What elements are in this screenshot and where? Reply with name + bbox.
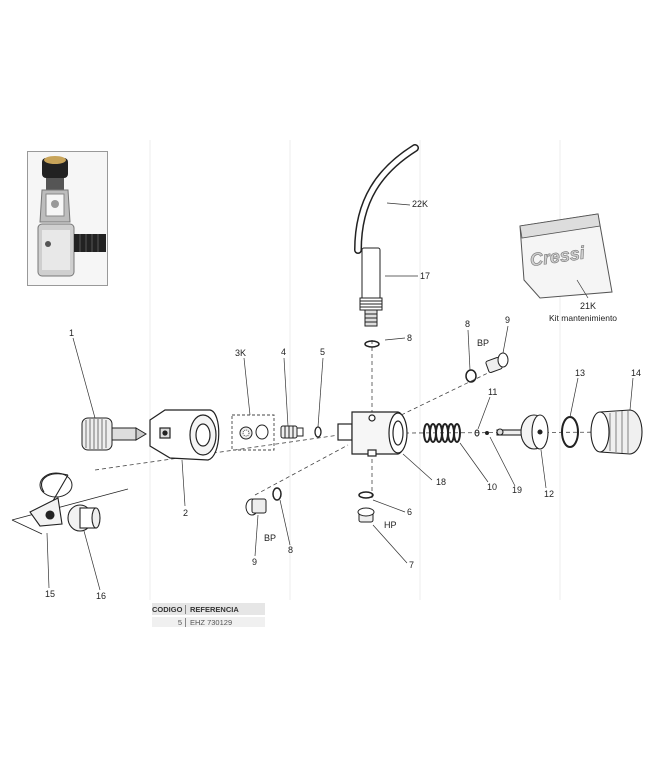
oring-8-bp-top [465,369,477,383]
regulator-photo-icon [28,152,107,285]
cell-codigo: 5 [152,617,186,627]
reference-table-header: CODIGO REFERENCIA [152,603,265,615]
label-part-19: 19 [512,485,522,495]
label-part-18: 18 [436,477,446,487]
label-part-11: 11 [488,387,497,397]
maintenance-kit-bag: Cressi [519,213,613,299]
leader-lines [46,202,634,591]
label-part-10: 10 [487,482,497,492]
oring-6 [358,491,374,499]
label-part-9-top: 9 [505,315,510,325]
label-part-4: 4 [281,347,286,357]
dust-plug-16 [67,504,101,532]
label-part-13: 13 [575,368,585,378]
reference-table-row: 5 EHZ 730129 [152,617,265,627]
label-hp: HP [384,520,397,530]
hose-fitting-17 [359,247,383,327]
piston-12 [496,414,549,450]
label-part-8-bp-top: 8 [465,319,470,329]
label-part-8-top: 8 [407,333,412,343]
label-part-9-bottom: 9 [252,557,257,567]
dust-cap-15 [11,472,129,535]
label-kit-mantenimiento: Kit mantenimiento [549,313,617,323]
label-part-7: 7 [409,560,414,570]
label-part-6: 6 [407,507,412,517]
product-thumbnail [27,151,108,286]
kit-3k [231,414,275,451]
label-part-15: 15 [45,589,55,599]
label-part-5: 5 [320,347,325,357]
label-part-12: 12 [544,489,554,499]
label-bp-bottom: BP [264,533,276,543]
label-part-14: 14 [631,368,641,378]
oring-8-top [364,340,380,348]
header-codigo: CODIGO [152,604,186,614]
cap-14 [590,409,643,455]
hp-plug-7 [357,507,375,523]
label-part-2: 2 [183,508,188,518]
oring-11 [474,429,480,437]
yoke-knob-1 [81,417,147,451]
cell-referencia: EHZ 730129 [190,617,233,627]
hose-22k [354,144,419,254]
oring-5 [314,426,322,438]
background-guides [149,140,561,600]
label-part-21k: 21K [580,301,596,311]
ball-19 [485,431,489,435]
label-part-17: 17 [420,271,430,281]
label-part-22k: 22K [412,199,428,209]
label-part-3k: 3K [235,348,246,358]
yoke-2 [149,409,220,461]
bp-plug-9-top [485,352,509,373]
spring-10 [423,423,461,443]
regulator-body-18 [337,411,408,457]
label-part-1: 1 [69,328,74,338]
header-referencia: REFERENCIA [190,604,239,614]
label-part-16: 16 [96,591,106,601]
oring-8-bp-bottom [272,487,282,501]
seat-4 [280,425,304,439]
label-bp-top: BP [477,338,489,348]
reference-table: CODIGO REFERENCIA 5 EHZ 730129 [152,603,265,627]
bp-plug-9-bottom [245,498,267,516]
label-part-8-bp-bottom: 8 [288,545,293,555]
